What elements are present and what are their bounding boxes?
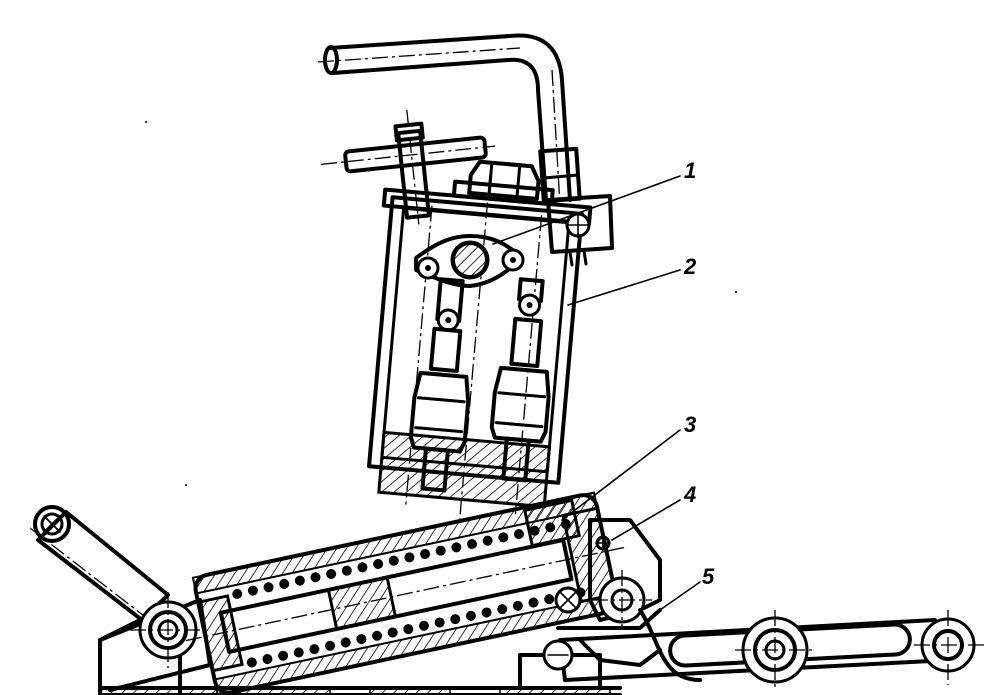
spring-coil <box>481 607 492 618</box>
spring-coil <box>325 640 336 651</box>
spring-coil <box>232 588 243 599</box>
leader-4 <box>611 499 681 541</box>
label-1: 1 <box>684 158 696 183</box>
spring-coil <box>404 552 415 563</box>
spring-coil <box>388 555 399 566</box>
leader-5 <box>659 581 701 611</box>
spring-coil <box>247 585 258 596</box>
spring-coil <box>497 604 508 615</box>
spring-coil <box>263 582 274 593</box>
spring-coil <box>372 630 383 641</box>
left-pivot <box>98 592 212 692</box>
spring-coil <box>387 627 398 638</box>
spring-bottom <box>246 587 586 668</box>
spring-coil <box>356 634 367 645</box>
label-5: 5 <box>702 564 715 589</box>
base-plate <box>98 618 622 695</box>
spring-coil <box>309 644 320 655</box>
spring-coil <box>262 654 273 665</box>
spring-coil <box>544 594 555 605</box>
joint-block <box>523 498 582 614</box>
spring-coil <box>279 578 290 589</box>
spring-coil <box>278 650 289 661</box>
spring-coil <box>420 549 431 560</box>
right-piston <box>489 277 551 483</box>
t-handle-valve <box>320 110 496 225</box>
spring-coil <box>341 565 352 576</box>
spring-coil <box>451 542 462 553</box>
left-piston <box>408 277 471 493</box>
right-link <box>542 610 985 690</box>
spring-coil <box>246 657 257 668</box>
callouts: 1 2 3 4 5 <box>492 158 715 611</box>
spring-coil <box>340 637 351 648</box>
spring-coil <box>498 532 509 543</box>
spring-coil <box>435 545 446 556</box>
side-clamp <box>546 194 614 267</box>
label-2: 2 <box>683 254 697 279</box>
spring-coil <box>418 620 429 631</box>
spring-coil <box>294 575 305 586</box>
spring-coil <box>434 617 445 628</box>
spring-coil <box>465 610 476 621</box>
spring-coil <box>326 568 337 579</box>
leader-2 <box>567 269 681 306</box>
leader-3 <box>561 429 681 521</box>
eccentric-cam <box>414 234 525 288</box>
spring-top <box>232 519 571 599</box>
inclined-cylinder <box>185 491 627 695</box>
leader-1 <box>492 175 681 245</box>
spring-coil <box>482 535 493 546</box>
spring-coil <box>512 600 523 611</box>
spring-coil <box>357 562 368 573</box>
label-4: 4 <box>683 482 696 507</box>
top-bent-pipe <box>317 33 582 206</box>
spring-coil <box>293 647 304 658</box>
label-3: 3 <box>684 412 696 437</box>
spring-coil <box>310 572 321 583</box>
spring-coil <box>403 624 414 635</box>
spring-coil <box>450 614 461 625</box>
spring-coil <box>467 539 478 550</box>
spring-coil <box>513 529 524 540</box>
spring-coil <box>373 558 384 569</box>
scan-specks <box>145 121 737 486</box>
spring-coil <box>528 597 539 608</box>
top-nut <box>451 159 555 207</box>
